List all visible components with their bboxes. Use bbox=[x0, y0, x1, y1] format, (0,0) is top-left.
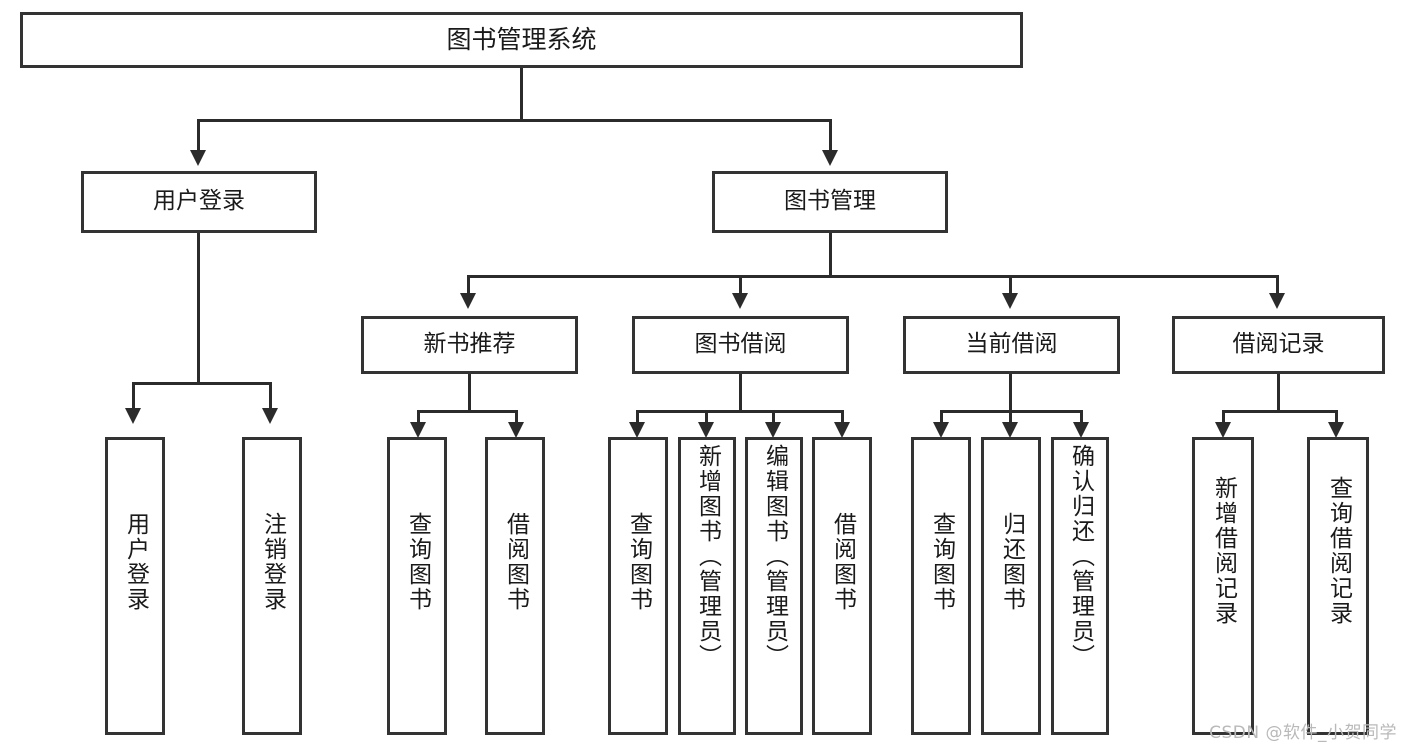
arrow-current-to-leaf3 bbox=[1073, 422, 1089, 438]
leaf-label: 查询图书 bbox=[625, 512, 652, 612]
arrow-bookmgmt-to-newbooks bbox=[460, 293, 476, 309]
connector-records-to-leaf2 bbox=[1335, 410, 1338, 422]
connector-bookmgmt-stem bbox=[829, 233, 832, 275]
leaf-label: 新增借阅记录 bbox=[1210, 476, 1237, 626]
leaf-label: 借阅图书 bbox=[502, 512, 529, 612]
connector-login-bus bbox=[132, 382, 272, 385]
connector-bookmgmt-to-current bbox=[1009, 275, 1012, 293]
arrow-login-to-leaf1 bbox=[125, 408, 141, 424]
leaf-query-book-current[interactable]: 查询图书 bbox=[911, 437, 971, 735]
arrow-newbooks-to-leaf1 bbox=[410, 422, 426, 438]
arrow-bookmgmt-to-borrow bbox=[732, 293, 748, 309]
node-book-management[interactable]: 图书管理 bbox=[712, 171, 948, 233]
node-new-book-recommend[interactable]: 新书推荐 bbox=[361, 316, 578, 374]
arrow-borrow-to-leaf3 bbox=[765, 422, 781, 438]
leaf-query-book-borrow[interactable]: 查询图书 bbox=[608, 437, 668, 735]
arrow-borrow-to-leaf2 bbox=[698, 422, 714, 438]
arrow-borrow-to-leaf4 bbox=[834, 422, 850, 438]
node-label: 借阅记录 bbox=[1232, 331, 1325, 358]
node-label: 当前借阅 bbox=[965, 331, 1058, 358]
connector-root-stem bbox=[520, 68, 523, 119]
node-label: 新书推荐 bbox=[423, 331, 516, 358]
connector-borrow-stem bbox=[739, 374, 742, 410]
leaf-query-book-new[interactable]: 查询图书 bbox=[387, 437, 447, 735]
arrow-current-to-leaf2 bbox=[1002, 422, 1018, 438]
arrow-current-to-leaf1 bbox=[933, 422, 949, 438]
arrow-root-to-bookmgmt bbox=[822, 150, 838, 166]
connector-newbooks-stem bbox=[468, 374, 471, 410]
connector-current-to-leaf2 bbox=[1009, 410, 1012, 422]
node-label: 图书借阅 bbox=[694, 331, 787, 358]
leaf-add-book-admin[interactable]: 新增图书（管理员） bbox=[678, 437, 736, 735]
connector-bookmgmt-to-newbooks bbox=[467, 275, 470, 293]
leaf-label: 用户登录 bbox=[122, 512, 149, 612]
arrow-login-to-leaf2 bbox=[262, 408, 278, 424]
connector-records-bus bbox=[1222, 410, 1338, 413]
connector-root-to-login bbox=[197, 119, 200, 150]
connector-records-to-leaf1 bbox=[1222, 410, 1225, 422]
connector-current-stem bbox=[1009, 374, 1012, 410]
connector-records-stem bbox=[1277, 374, 1280, 410]
leaf-label: 查询借阅记录 bbox=[1325, 476, 1352, 626]
connector-bookmgmt-to-borrow bbox=[739, 275, 742, 293]
connector-newbooks-to-leaf2 bbox=[515, 410, 518, 422]
node-user-login[interactable]: 用户登录 bbox=[81, 171, 317, 233]
leaf-label: 查询图书 bbox=[928, 512, 955, 612]
leaf-edit-book-admin[interactable]: 编辑图书（管理员） bbox=[745, 437, 803, 735]
leaf-borrow-book-new[interactable]: 借阅图书 bbox=[485, 437, 545, 735]
leaf-user-login[interactable]: 用户登录 bbox=[105, 437, 165, 735]
connector-borrow-bus bbox=[636, 410, 844, 413]
node-label: 图书管理 bbox=[784, 188, 876, 215]
leaf-label: 编辑图书（管理员） bbox=[761, 444, 788, 669]
connector-root-to-bookmgmt bbox=[829, 119, 832, 150]
leaf-label: 确认归还（管理员） bbox=[1067, 444, 1094, 669]
leaf-label: 借阅图书 bbox=[829, 512, 856, 612]
arrow-newbooks-to-leaf2 bbox=[508, 422, 524, 438]
connector-borrow-to-leaf3 bbox=[772, 410, 775, 422]
connector-bookmgmt-to-records bbox=[1276, 275, 1279, 293]
connector-current-to-leaf1 bbox=[940, 410, 943, 422]
connector-newbooks-bus bbox=[417, 410, 518, 413]
arrow-records-to-leaf1 bbox=[1215, 422, 1231, 438]
node-label: 用户登录 bbox=[153, 188, 245, 215]
node-label: 图书管理系统 bbox=[446, 25, 597, 54]
leaf-query-borrow-record[interactable]: 查询借阅记录 bbox=[1307, 437, 1369, 735]
connector-root-bus bbox=[197, 119, 832, 122]
leaf-borrow-book[interactable]: 借阅图书 bbox=[812, 437, 872, 735]
leaf-label: 注销登录 bbox=[259, 512, 286, 612]
connector-borrow-to-leaf2 bbox=[705, 410, 708, 422]
arrow-records-to-leaf2 bbox=[1328, 422, 1344, 438]
connector-borrow-to-leaf4 bbox=[841, 410, 844, 422]
leaf-return-book[interactable]: 归还图书 bbox=[981, 437, 1041, 735]
leaf-label: 新增图书（管理员） bbox=[694, 444, 721, 669]
connector-newbooks-to-leaf1 bbox=[417, 410, 420, 422]
node-borrow-records[interactable]: 借阅记录 bbox=[1172, 316, 1385, 374]
leaf-add-borrow-record[interactable]: 新增借阅记录 bbox=[1192, 437, 1254, 735]
connector-bookmgmt-bus bbox=[467, 275, 1279, 278]
arrow-borrow-to-leaf1 bbox=[629, 422, 645, 438]
node-book-borrow[interactable]: 图书借阅 bbox=[632, 316, 849, 374]
connector-login-stem bbox=[197, 233, 200, 382]
arrow-bookmgmt-to-current bbox=[1002, 293, 1018, 309]
connector-login-to-leaf2 bbox=[269, 382, 272, 408]
leaf-logout[interactable]: 注销登录 bbox=[242, 437, 302, 735]
arrow-bookmgmt-to-records bbox=[1269, 293, 1285, 309]
node-root-system[interactable]: 图书管理系统 bbox=[20, 12, 1023, 68]
connector-login-to-leaf1 bbox=[132, 382, 135, 408]
connector-current-to-leaf3 bbox=[1080, 410, 1083, 422]
leaf-label: 归还图书 bbox=[998, 512, 1025, 612]
leaf-confirm-return-admin[interactable]: 确认归还（管理员） bbox=[1051, 437, 1109, 735]
connector-borrow-to-leaf1 bbox=[636, 410, 639, 422]
leaf-label: 查询图书 bbox=[404, 512, 431, 612]
arrow-root-to-login bbox=[190, 150, 206, 166]
node-current-borrow[interactable]: 当前借阅 bbox=[903, 316, 1120, 374]
